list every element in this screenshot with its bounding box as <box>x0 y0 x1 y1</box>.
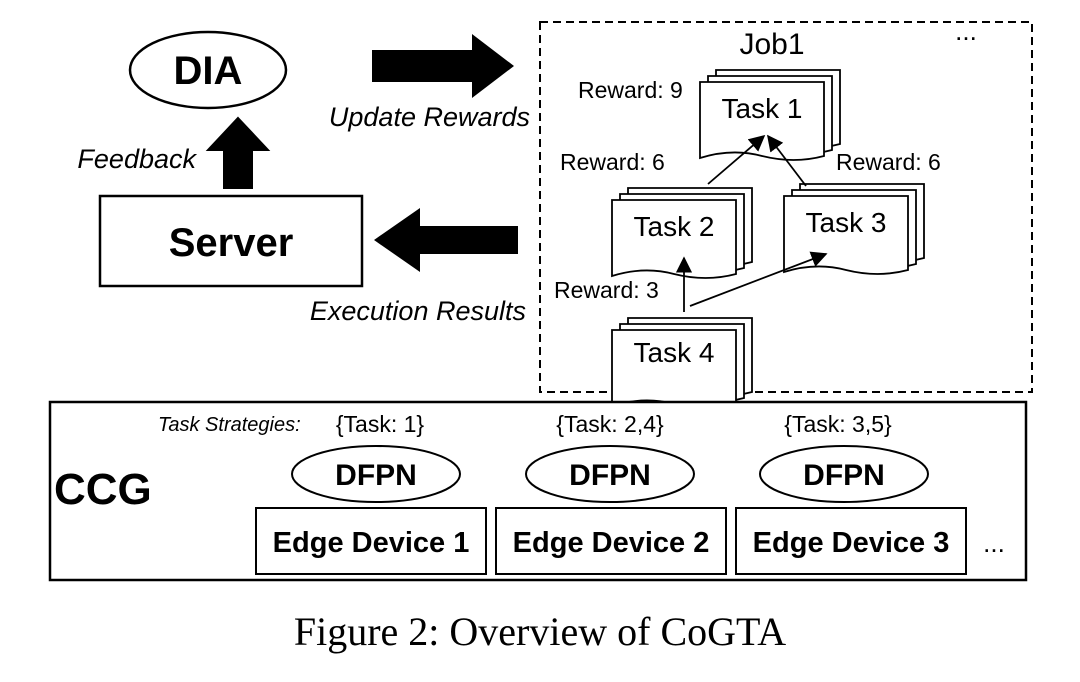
edge-device-label-2: Edge Device 2 <box>513 527 710 559</box>
server-label: Server <box>169 221 294 265</box>
dfpn-ellipse-device-2 <box>525 445 695 503</box>
edge-task4-task3 <box>689 251 828 307</box>
task-node-4: Task 4 <box>611 317 753 409</box>
strategy-label-device-3: {Task: 3,5} <box>784 411 892 437</box>
strategy-label-device-1: {Task: 1} <box>336 411 425 437</box>
task-label: Task 4 <box>634 337 715 368</box>
dfpn-label-device-3: DFPN <box>803 459 885 492</box>
dfpn-ellipse-device-1 <box>291 445 461 503</box>
execution-results-label: Execution Results <box>310 296 526 326</box>
feedback-arrow <box>205 116 271 189</box>
reward-label-task-3: Reward: 6 <box>836 149 941 175</box>
execution-results-arrow <box>374 208 518 272</box>
update-rewards-label: Update Rewards <box>329 102 530 132</box>
task-strategies-label: Task Strategies: <box>158 414 301 436</box>
task-label: Task 3 <box>806 207 887 238</box>
reward-label-task-2: Reward: 6 <box>560 149 665 175</box>
edge-device-label-3: Edge Device 3 <box>753 527 950 559</box>
reward-label-task-1: Reward: 9 <box>578 77 683 103</box>
task-node-3: Task 3 <box>783 183 925 275</box>
job-ellipsis: ... <box>955 16 977 46</box>
reward-label-task-4: Reward: 3 <box>554 277 659 303</box>
edge-device-box-2 <box>495 507 727 575</box>
dia-ellipse <box>128 30 288 110</box>
ccg-ellipsis: ... <box>983 528 1005 558</box>
dfpn-label-device-2: DFPN <box>569 459 651 492</box>
dia-label: DIA <box>174 49 243 93</box>
figure-caption: Figure 2: Overview of CoGTA <box>294 609 786 654</box>
edge-device-box-1 <box>255 507 487 575</box>
strategy-label-device-2: {Task: 2,4} <box>556 411 664 437</box>
task-label: Task 2 <box>634 211 715 242</box>
dfpn-label-device-1: DFPN <box>335 459 417 492</box>
edge-task3-task1 <box>767 134 807 187</box>
ccg-label: CCG <box>54 465 152 514</box>
task-node-2: Task 2 <box>611 187 753 279</box>
dfpn-ellipse-device-3 <box>759 445 929 503</box>
update-rewards-arrow <box>372 34 514 98</box>
edge-task2-task1 <box>707 134 766 185</box>
job-box <box>539 21 1033 393</box>
feedback-label: Feedback <box>77 144 197 174</box>
task-node-1: Task 1 <box>699 69 841 161</box>
server-box <box>98 194 364 288</box>
job-title: Job1 <box>739 28 804 61</box>
edge-device-box-3 <box>735 507 967 575</box>
edge-device-label-1: Edge Device 1 <box>273 527 470 559</box>
task-label: Task 1 <box>722 93 803 124</box>
